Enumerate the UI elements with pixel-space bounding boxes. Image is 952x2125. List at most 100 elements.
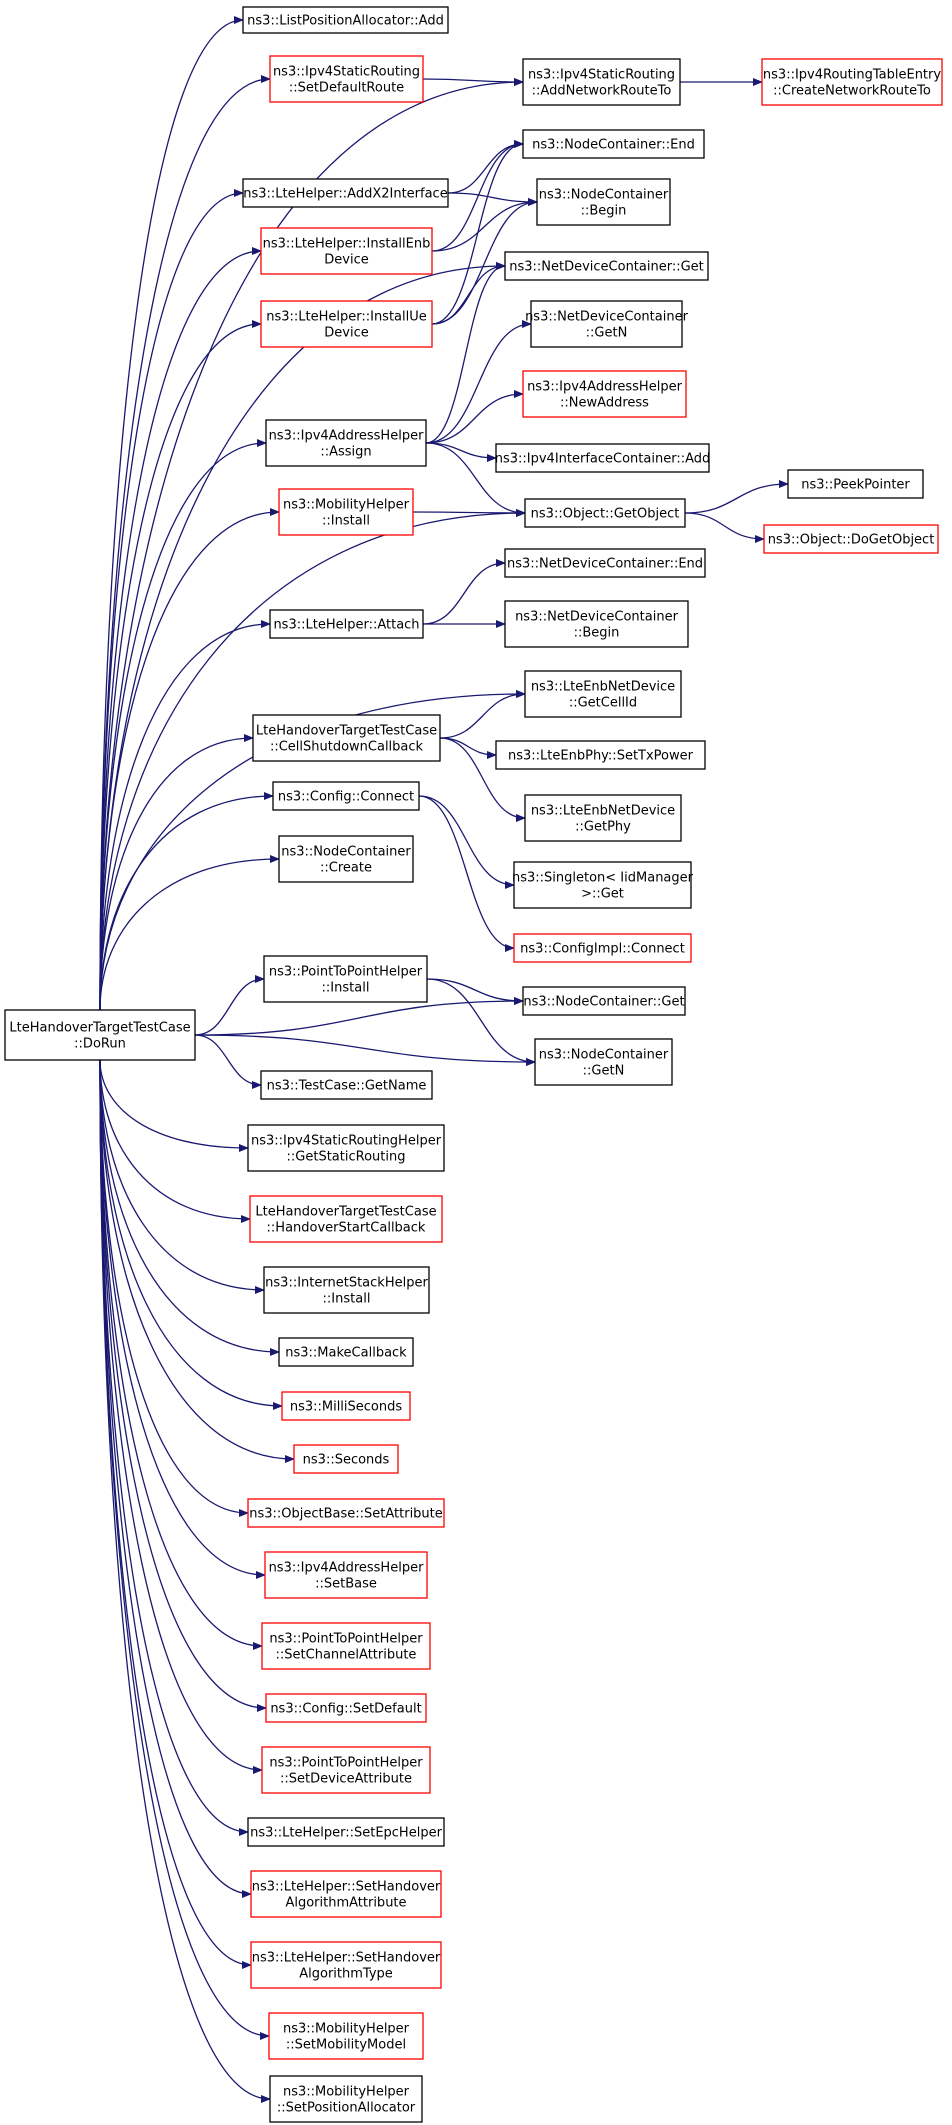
node-box bbox=[293, 1444, 399, 1474]
node-box bbox=[530, 300, 683, 348]
edge-n26-n27 bbox=[418, 795, 515, 889]
node-n40[interactable]: ns3::ObjectBase::SetAttribute bbox=[247, 1498, 445, 1528]
node-n49[interactable]: ns3::MobilityHelper::SetPositionAllocato… bbox=[269, 2075, 423, 2123]
node-label-line: ::Assign bbox=[320, 445, 371, 460]
edge-n30-n32 bbox=[426, 978, 536, 1066]
node-n26[interactable]: ns3::Config::Connect bbox=[272, 781, 420, 811]
edge-root-n36 bbox=[99, 1059, 265, 1294]
node-n22[interactable]: ns3::LteEnbNetDevice::GetCellId bbox=[524, 670, 682, 718]
node-label-line: ns3::NodeContainer bbox=[539, 1048, 669, 1063]
edge-root-n3 bbox=[99, 78, 524, 1011]
node-n7[interactable]: ns3::NodeContainer::Begin bbox=[536, 178, 671, 226]
node-box bbox=[269, 55, 424, 103]
node-n30[interactable]: ns3::PointToPointHelper::Install bbox=[263, 955, 428, 1003]
node-n35[interactable]: LteHandoverTargetTestCase::HandoverStart… bbox=[249, 1195, 443, 1243]
node-n34[interactable]: ns3::Ipv4StaticRoutingHelper::GetStaticR… bbox=[247, 1124, 445, 1172]
node-n28[interactable]: ns3::NodeContainer::Create bbox=[278, 835, 414, 883]
node-label-line: ::Install bbox=[322, 981, 370, 996]
node-n31[interactable]: ns3::NodeContainer::Get bbox=[522, 986, 686, 1016]
node-n38[interactable]: ns3::MilliSeconds bbox=[281, 1391, 411, 1421]
edge-n13-n11 bbox=[425, 320, 532, 444]
edge-root-n47 bbox=[99, 1059, 252, 1969]
node-label-line: ns3::PeekPointer bbox=[801, 478, 910, 493]
edge-root-n35 bbox=[99, 1059, 251, 1223]
node-n12[interactable]: ns3::Ipv4AddressHelper::NewAddress bbox=[522, 370, 687, 418]
node-n42[interactable]: ns3::PointToPointHelper::SetChannelAttri… bbox=[261, 1622, 431, 1670]
node-n20[interactable]: ns3::LteHelper::Attach bbox=[269, 609, 424, 639]
node-n24[interactable]: ns3::LteEnbPhy::SetTxPower bbox=[495, 740, 706, 770]
node-label-line: ns3::MobilityHelper bbox=[283, 2022, 410, 2037]
node-n16[interactable]: ns3::MobilityHelper::Install bbox=[278, 488, 414, 536]
node-n5[interactable]: ns3::LteHelper::AddX2Interface bbox=[242, 178, 449, 208]
node-label-line: ns3::NetDeviceContainer bbox=[515, 610, 679, 625]
node-n3[interactable]: ns3::Ipv4StaticRouting::AddNetworkRouteT… bbox=[522, 58, 681, 106]
node-box bbox=[260, 300, 433, 348]
node-label-line: ns3::LteHelper::SetHandover bbox=[252, 1880, 441, 1895]
node-n13[interactable]: ns3::Ipv4AddressHelper::Assign bbox=[265, 419, 427, 467]
node-box bbox=[534, 1038, 673, 1086]
node-label-line: ns3::LteEnbNetDevice bbox=[531, 804, 675, 819]
node-box bbox=[261, 1622, 431, 1670]
node-label-line: ns3::NodeContainer::End bbox=[532, 138, 695, 153]
edge-n13-n14 bbox=[425, 442, 497, 462]
node-n6[interactable]: ns3::NodeContainer::End bbox=[522, 129, 705, 159]
node-n43[interactable]: ns3::Config::SetDefault bbox=[265, 1693, 427, 1723]
node-n2[interactable]: ns3::Ipv4StaticRouting::SetDefaultRoute bbox=[269, 55, 424, 103]
node-label-line: >::Get bbox=[581, 887, 624, 902]
node-label-line: ns3::LteEnbPhy::SetTxPower bbox=[508, 749, 694, 764]
node-label-line: ns3::LteHelper::AddX2Interface bbox=[243, 187, 447, 202]
node-label-line: ns3::Ipv4StaticRouting bbox=[528, 68, 675, 83]
edge-n5-n7 bbox=[447, 192, 538, 206]
node-box bbox=[260, 1070, 433, 1100]
node-n29[interactable]: ns3::ConfigImpl::Connect bbox=[513, 933, 692, 963]
node-n1[interactable]: ns3::ListPositionAllocator::Add bbox=[242, 6, 449, 34]
node-n36[interactable]: ns3::InternetStackHelper::Install bbox=[263, 1266, 430, 1314]
node-n4[interactable]: ns3::Ipv4RoutingTableEntry::CreateNetwor… bbox=[761, 58, 943, 106]
node-n11[interactable]: ns3::NetDeviceContainer::GetN bbox=[525, 300, 689, 348]
node-n41[interactable]: ns3::Ipv4AddressHelper::SetBase bbox=[264, 1551, 428, 1599]
node-n15[interactable]: ns3::PeekPointer bbox=[787, 469, 924, 499]
node-box bbox=[265, 1693, 427, 1723]
node-n17[interactable]: ns3::Object::GetObject bbox=[524, 498, 686, 528]
node-n27[interactable]: ns3::Singleton< IidManager>::Get bbox=[512, 861, 694, 909]
edge-n17-n15 bbox=[684, 480, 789, 514]
node-n45[interactable]: ns3::LteHelper::SetEpcHelper bbox=[247, 1817, 445, 1847]
node-n18[interactable]: ns3::Object::DoGetObject bbox=[763, 524, 939, 554]
node-label-line: ::CellShutdownCallback bbox=[270, 740, 424, 755]
node-box bbox=[536, 178, 671, 226]
edge-root-n17 bbox=[99, 509, 526, 1011]
node-label-line: ::Begin bbox=[574, 626, 620, 641]
node-n19[interactable]: ns3::NetDeviceContainer::End bbox=[504, 548, 706, 578]
node-n21[interactable]: ns3::NetDeviceContainer::Begin bbox=[504, 600, 689, 648]
node-n39[interactable]: ns3::Seconds bbox=[293, 1444, 399, 1474]
node-label-line: ns3::NodeContainer::Get bbox=[523, 995, 684, 1010]
node-n25[interactable]: ns3::LteEnbNetDevice::GetPhy bbox=[524, 794, 682, 842]
node-n48[interactable]: ns3::MobilityHelper::SetMobilityModel bbox=[268, 2012, 424, 2060]
node-n32[interactable]: ns3::NodeContainer::GetN bbox=[534, 1038, 673, 1086]
edge-root-n49 bbox=[99, 1059, 271, 2103]
node-box bbox=[250, 1941, 442, 1989]
node-n14[interactable]: ns3::Ipv4InterfaceContainer::Add bbox=[495, 443, 711, 473]
node-label-line: ns3::NetDeviceContainer::End bbox=[507, 557, 703, 572]
node-label-line: ::GetPhy bbox=[575, 820, 631, 835]
node-box bbox=[787, 469, 924, 499]
node-label-line: ::SetMobilityModel bbox=[286, 2038, 406, 2053]
node-n23[interactable]: LteHandoverTargetTestCase::CellShutdownC… bbox=[252, 714, 441, 762]
root-node[interactable]: LteHandoverTargetTestCase::DoRun bbox=[4, 1009, 196, 1061]
node-label-line: ::Create bbox=[320, 861, 372, 876]
node-box bbox=[278, 1337, 414, 1367]
node-n46[interactable]: ns3::LteHelper::SetHandoverAlgorithmAttr… bbox=[250, 1870, 442, 1918]
node-label-line: LteHandoverTargetTestCase bbox=[255, 1205, 436, 1220]
node-n44[interactable]: ns3::PointToPointHelper::SetDeviceAttrib… bbox=[261, 1746, 431, 1794]
node-n10[interactable]: ns3::NetDeviceContainer::Get bbox=[504, 251, 709, 281]
node-label-line: ns3::PointToPointHelper bbox=[269, 1756, 423, 1771]
node-n37[interactable]: ns3::MakeCallback bbox=[278, 1337, 414, 1367]
node-box bbox=[522, 370, 687, 418]
edge-layer bbox=[99, 16, 789, 2103]
node-n33[interactable]: ns3::TestCase::GetName bbox=[260, 1070, 433, 1100]
node-label-line: ns3::LteHelper::Attach bbox=[273, 618, 419, 633]
